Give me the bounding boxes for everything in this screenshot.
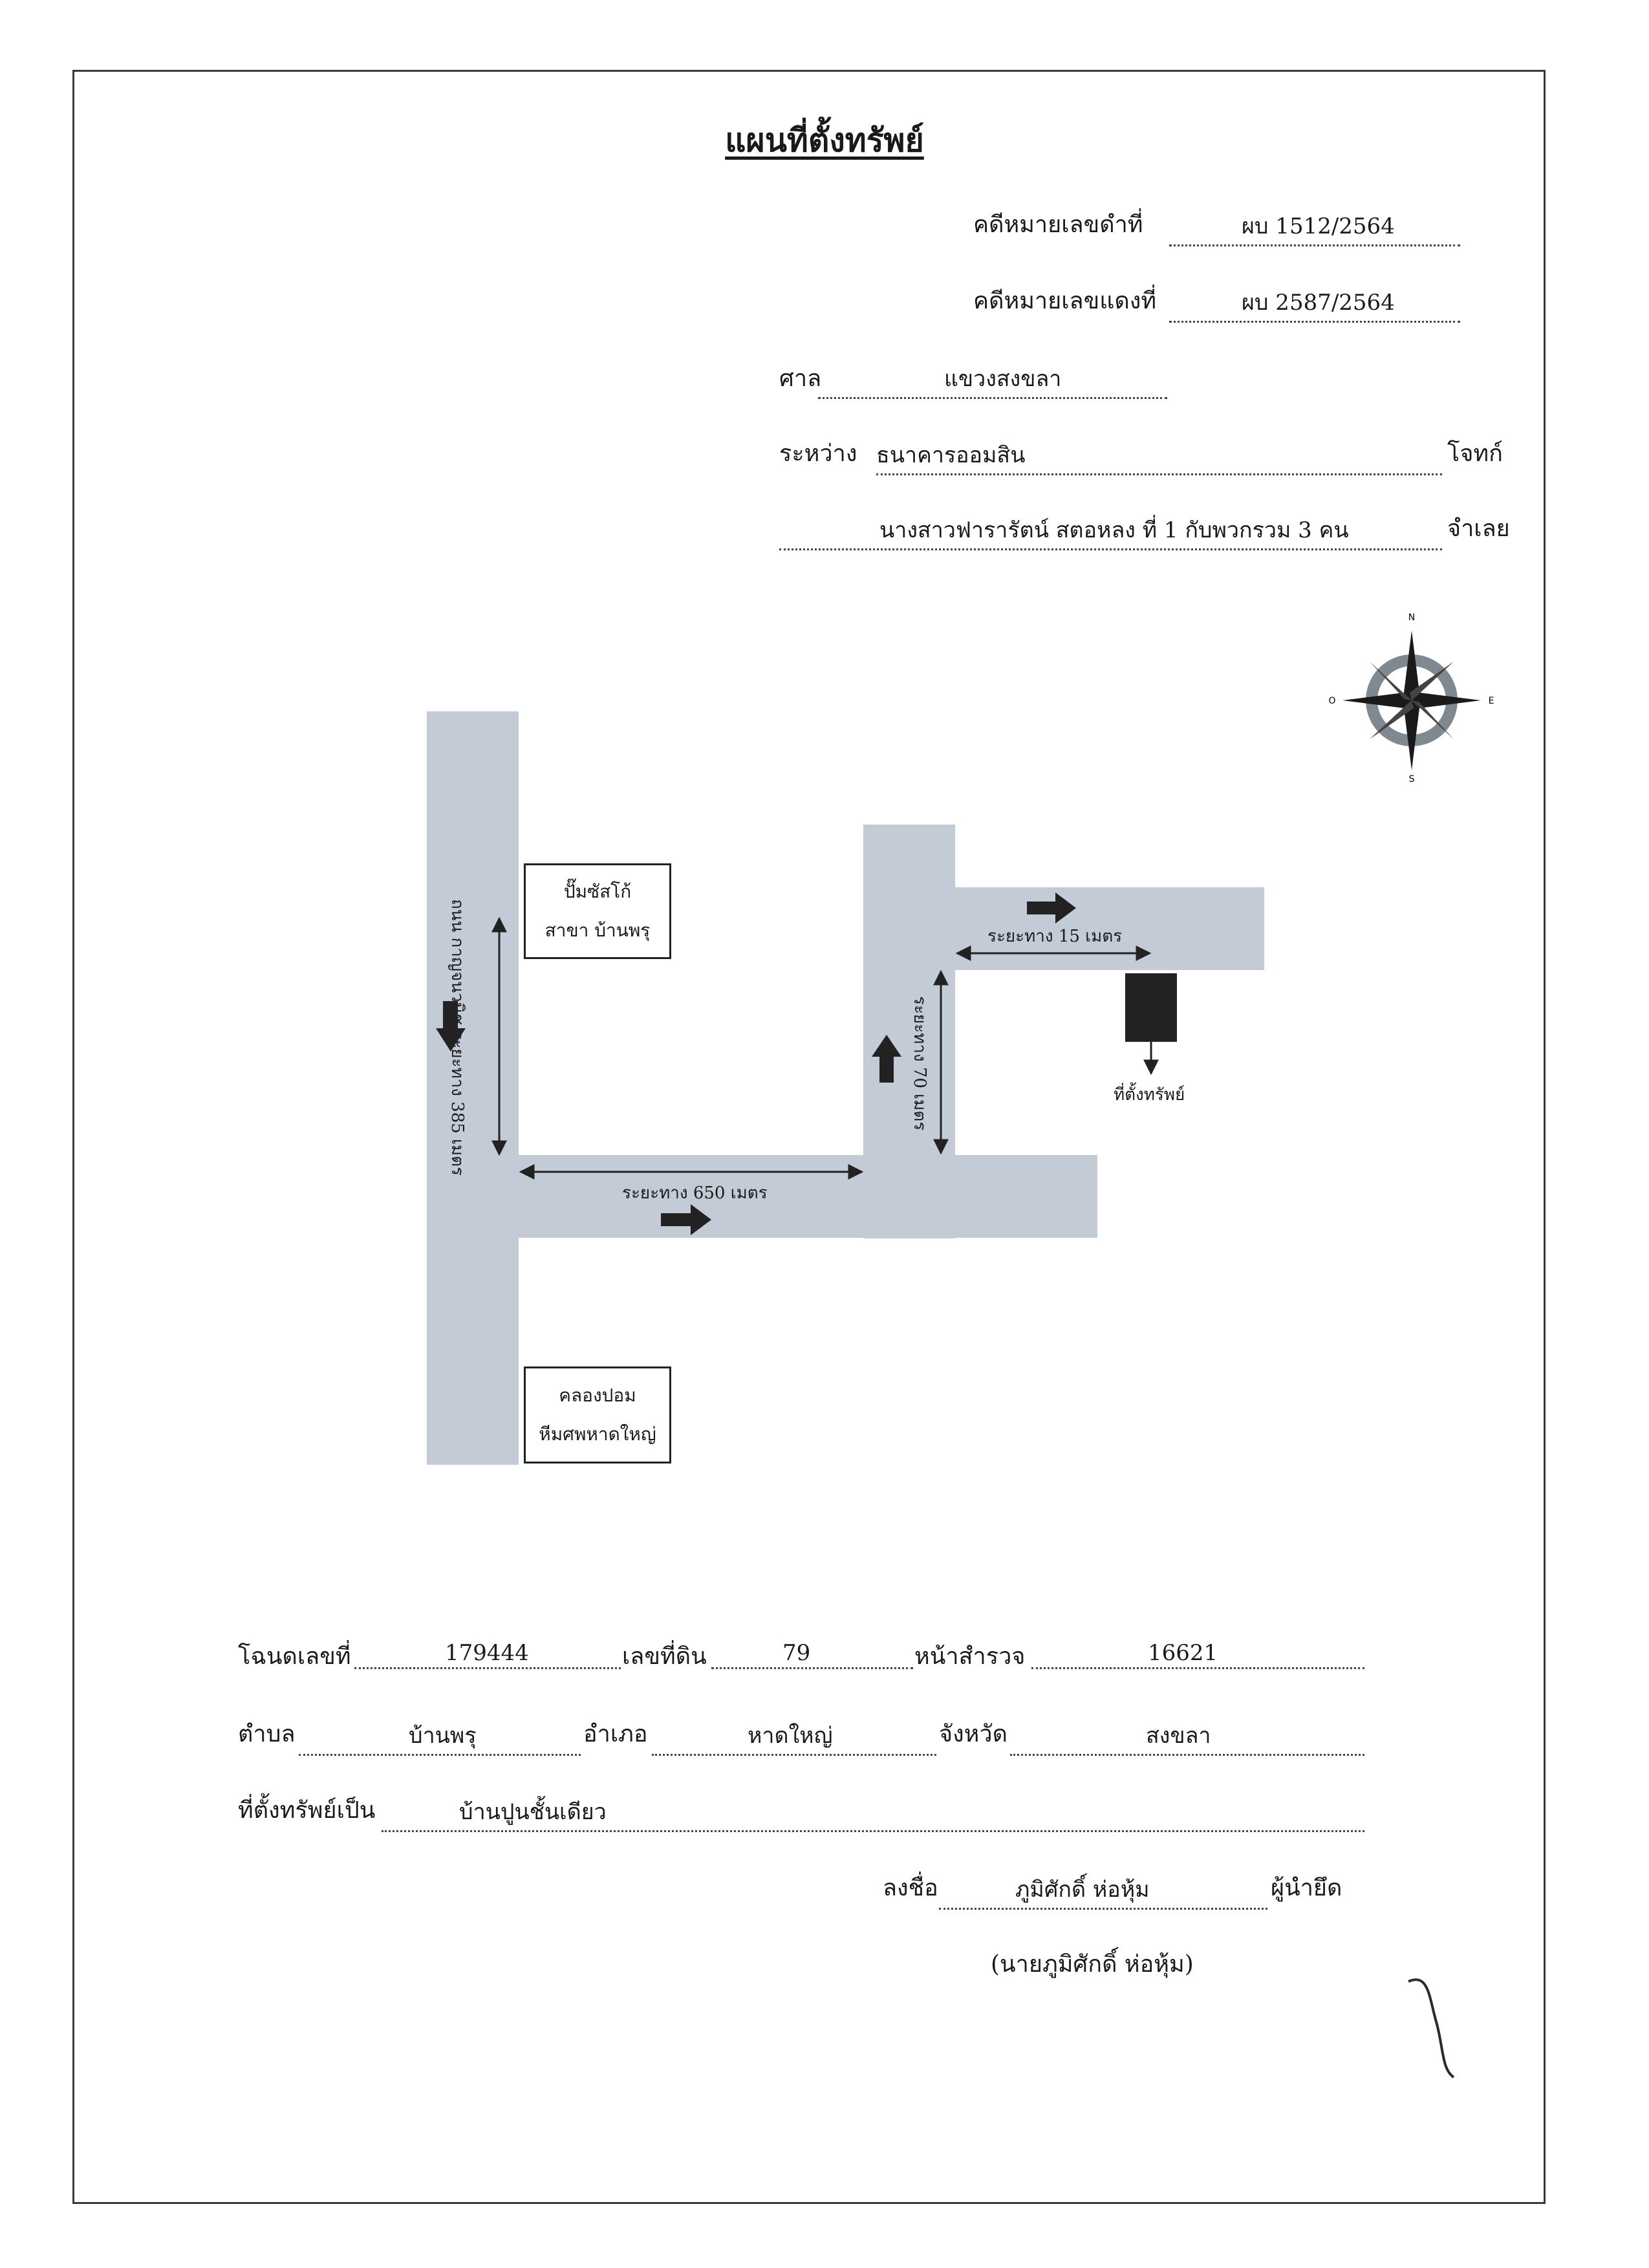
tambon-value: บ้านพรุ <box>299 1718 581 1756</box>
black-case-number: ผบ 1512/2564 <box>1169 208 1460 246</box>
map-graphics <box>436 892 1177 1235</box>
property-type-label: ที่ตั้งทรัพย์เป็น <box>238 1797 376 1824</box>
plaintiff-name: ธนาคารออมสิน <box>876 437 1442 475</box>
survey-page-number: 16621 <box>1031 1640 1364 1669</box>
defendant-suffix: จำเลย <box>1447 515 1510 542</box>
compass-e: E <box>1489 696 1494 706</box>
canal-line1: คลองปอม <box>559 1385 636 1406</box>
signer-role: ผู้นำยึด <box>1271 1875 1342 1901</box>
deed-label: โฉนดเลขที่ <box>238 1643 351 1670</box>
distance-650-label: ระยะทาง 650 เมตร <box>622 1183 768 1203</box>
province-label: จังหวัด <box>939 1721 1008 1747</box>
arrow-right-icon <box>661 1204 711 1235</box>
gas-station-box: ปั๊มซัสโก้ สาขา บ้านพรุ <box>524 863 671 959</box>
land-number-label: เลขที่ดิน <box>622 1643 707 1670</box>
arrow-right-branch-icon <box>1027 892 1076 923</box>
survey-page-label: หน้าสำรวจ <box>914 1643 1026 1670</box>
red-case-number: ผบ 2587/2564 <box>1169 285 1460 323</box>
page-title: แผนที่ตั้งทรัพย์ <box>725 121 924 159</box>
gas-station-line2: สาขา บ้านพรุ <box>544 920 651 941</box>
amphoe-value: หาดใหญ่ <box>652 1718 936 1756</box>
court-label: ศาล <box>779 365 822 392</box>
between-label: ระหว่าง <box>779 440 857 467</box>
distance-15-label: ระยะทาง 15 เมตร <box>987 927 1123 946</box>
property-type-value: บ้านปูนชั้นเดียว <box>382 1794 1364 1832</box>
black-case-label: คดีหมายเลขดำที่ <box>973 211 1143 238</box>
land-number: 79 <box>711 1640 913 1669</box>
page-border <box>72 70 1546 2204</box>
gas-station-line1: ปั๊มซัสโก้ <box>563 881 632 902</box>
printed-name: (นายภูมิศักดิ์ ห่อหุ้ม) <box>991 1951 1194 1978</box>
defendant-name: นางสาวฟารารัตน์ สตอหลง ที่ 1 กับพวกรวม 3… <box>779 512 1442 550</box>
compass-s: S <box>1409 774 1415 783</box>
property-label: ที่ตั้งทรัพย์ <box>1114 1085 1185 1105</box>
compass-n: N <box>1408 612 1415 623</box>
deed-number: 179444 <box>354 1640 621 1669</box>
arrow-down-icon <box>436 1001 466 1052</box>
staple-mark <box>1408 1978 1455 2079</box>
amphoe-label: อำเภอ <box>583 1721 648 1747</box>
sign-label: ลงชื่อ <box>883 1875 938 1901</box>
tambon-label: ตำบล <box>238 1721 296 1747</box>
court-name: แขวงสงขลา <box>818 361 1167 399</box>
canal-box: คลองปอม หีมศพหาดใหญ่ <box>524 1366 671 1463</box>
property-marker-icon <box>1125 973 1177 1042</box>
canal-line2: หีมศพหาดใหญ่ <box>539 1423 656 1445</box>
compass-w: O <box>1328 696 1335 706</box>
red-case-label: คดีหมายเลขแดงที่ <box>973 288 1157 314</box>
signer-name: ภูมิศักดิ์ ห่อหุ้ม <box>939 1872 1267 1910</box>
compass-rose-icon: N E S O <box>1328 612 1494 783</box>
arrow-up-icon <box>872 1035 901 1083</box>
plaintiff-suffix: โจทก์ <box>1447 440 1503 467</box>
province-value: สงขลา <box>1010 1718 1364 1756</box>
